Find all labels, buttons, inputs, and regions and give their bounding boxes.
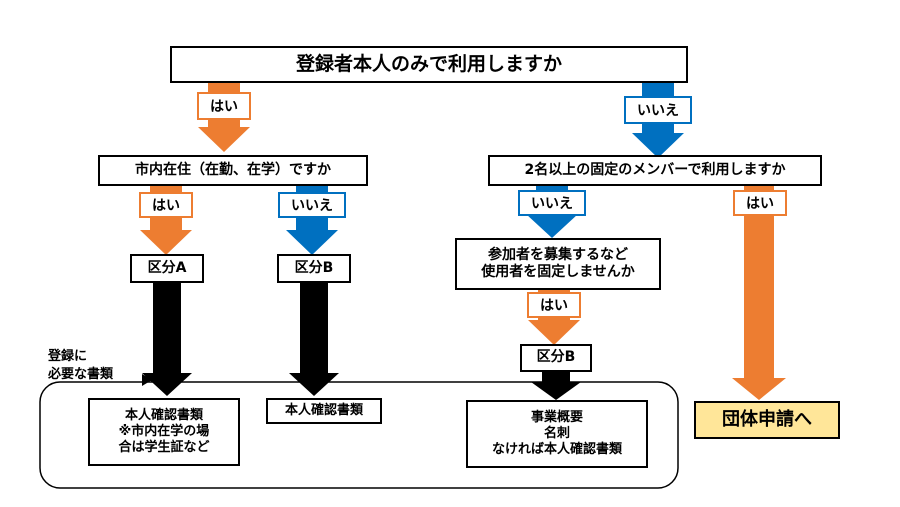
arrow-doc-c [531, 372, 581, 400]
result-b-right-text: 区分B [536, 349, 576, 366]
root-question-text: 登録者本人のみで利用しますか [295, 52, 562, 75]
result-a-text: 区分A [147, 259, 187, 276]
label-right-no-text: いいえ [531, 196, 573, 212]
doc-c-box: 事業概要 名刺 なければ本人確認書類 [466, 400, 648, 468]
doc-b-box: 本人確認書類 [266, 398, 382, 424]
label-root-no: いいえ [624, 96, 692, 124]
left-question-text: 市内在住（在勤、在学）ですか [135, 161, 331, 178]
root-question-box: 登録者本人のみで利用しますか [170, 46, 688, 83]
result-b-text: 区分B [294, 259, 334, 276]
label-left-no: いいえ [278, 192, 346, 218]
arrow-right-yes [732, 186, 786, 400]
pointer-triangle [142, 374, 152, 386]
label-right-yes-text: はい [746, 196, 774, 212]
result-b-right-box: 区分B [520, 344, 592, 372]
label-sub-yes-text: はい [540, 298, 568, 314]
right-question-text: 2名以上の固定のメンバーで利用しますか [524, 161, 786, 178]
left-question-box: 市内在住（在勤、在学）ですか [98, 155, 368, 186]
docs-region [39, 381, 679, 489]
doc-b-text: 本人確認書類 [284, 402, 363, 418]
label-left-yes: はい [139, 192, 193, 218]
label-sub-yes: はい [527, 292, 581, 318]
label-right-no: いいえ [518, 190, 586, 216]
arrow-doc-b [289, 283, 339, 396]
result-a-box: 区分A [130, 254, 204, 283]
label-left-no-text: いいえ [291, 198, 333, 214]
right-question-box: 2名以上の固定のメンバーで利用しますか [488, 155, 822, 186]
group-apply-text: 団体申請へ [722, 408, 812, 430]
doc-c-text: 事業概要 名刺 なければ本人確認書類 [491, 409, 622, 458]
label-right-yes: はい [733, 190, 787, 216]
label-root-yes-text: はい [210, 99, 238, 115]
result-b-box: 区分B [277, 254, 351, 283]
label-root-yes: はい [197, 92, 251, 120]
sub-question-box: 参加者を募集するなど 使用者を固定しませんか [455, 238, 661, 290]
doc-a-text: 本人確認書類 ※市内在学の場 合は学生証など [118, 407, 210, 456]
group-apply-box: 団体申請へ [694, 401, 840, 439]
label-left-yes-text: はい [152, 198, 180, 214]
arrow-doc-a [142, 283, 192, 396]
sub-question-text: 参加者を募集するなど 使用者を固定しませんか [481, 246, 635, 281]
docs-section-label: 登録に 必要な書類 [48, 349, 114, 382]
doc-a-box: 本人確認書類 ※市内在学の場 合は学生証など [88, 398, 240, 466]
label-root-no-text: いいえ [637, 103, 679, 119]
